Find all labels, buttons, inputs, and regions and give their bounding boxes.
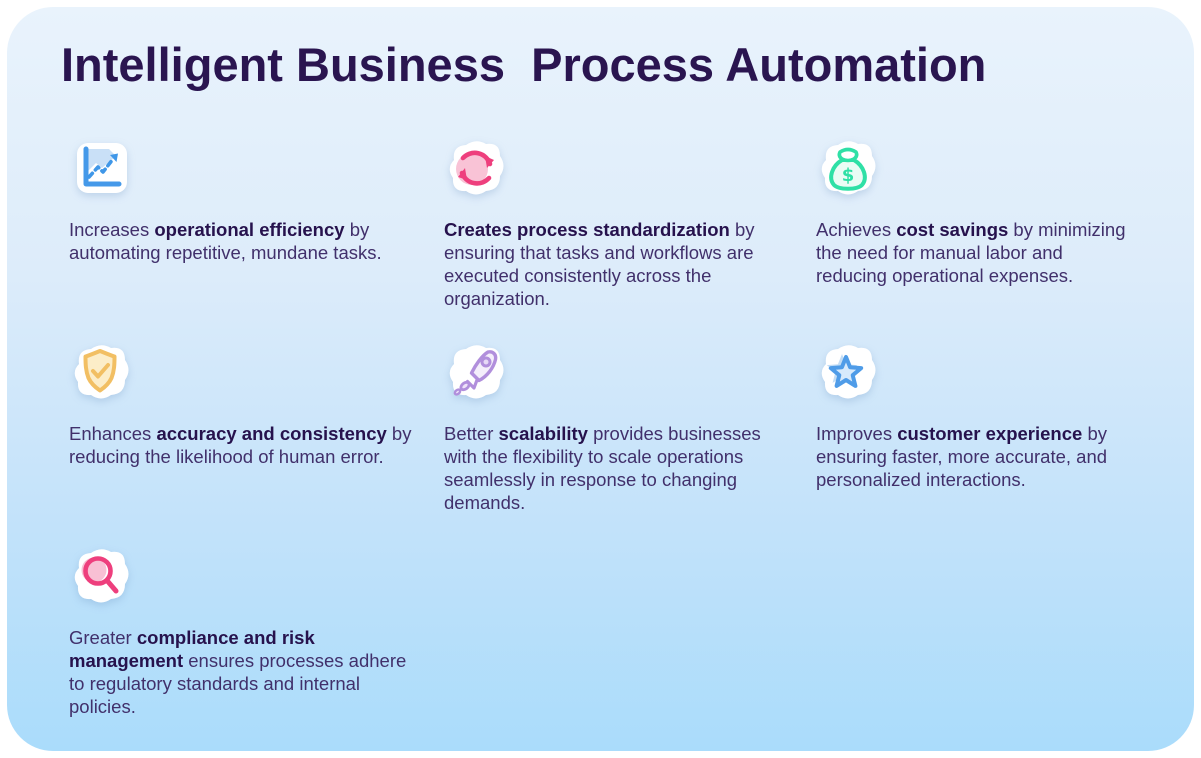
feature-card-operational-efficiency: Increases operational efficiency by auto… (69, 136, 444, 310)
feature-card-scalability: Better scalability provides businesses w… (444, 340, 816, 514)
shield-check-icon (69, 340, 420, 404)
feature-text: Achieves cost savings by minimizing the … (816, 219, 1126, 286)
feature-text: Increases operational efficiency by auto… (69, 219, 382, 263)
feature-text: Better scalability provides businesses w… (444, 423, 761, 513)
sync-arrows-icon (444, 136, 792, 200)
feature-card-customer-experience: Improves customer experience by ensuring… (816, 340, 1154, 514)
infographic-board: Intelligent Business Process Automation … (7, 7, 1194, 751)
page-title: Intelligent Business Process Automation (61, 38, 987, 91)
star-icon (816, 340, 1130, 404)
feature-card-accuracy-consistency: Enhances accuracy and consistency by red… (69, 340, 444, 514)
features-grid: Increases operational efficiency by auto… (7, 136, 1194, 718)
rocket-icon (444, 340, 792, 404)
line-chart-icon (69, 136, 420, 200)
feature-card-compliance-risk: Greater compliance and risk management e… (69, 544, 444, 718)
feature-card-cost-savings: $ Achieves cost savings by minimizing th… (816, 136, 1154, 310)
feature-text: Improves customer experience by ensuring… (816, 423, 1108, 490)
magnifier-icon (69, 544, 420, 608)
feature-text: Enhances accuracy and consistency by red… (69, 423, 412, 467)
feature-card-process-standardization: Creates process standardization by ensur… (444, 136, 816, 310)
feature-text: Greater compliance and risk management e… (69, 627, 407, 717)
svg-text:$: $ (842, 165, 855, 186)
money-bag-icon: $ (816, 136, 1130, 200)
feature-text: Creates process standardization by ensur… (444, 219, 755, 309)
